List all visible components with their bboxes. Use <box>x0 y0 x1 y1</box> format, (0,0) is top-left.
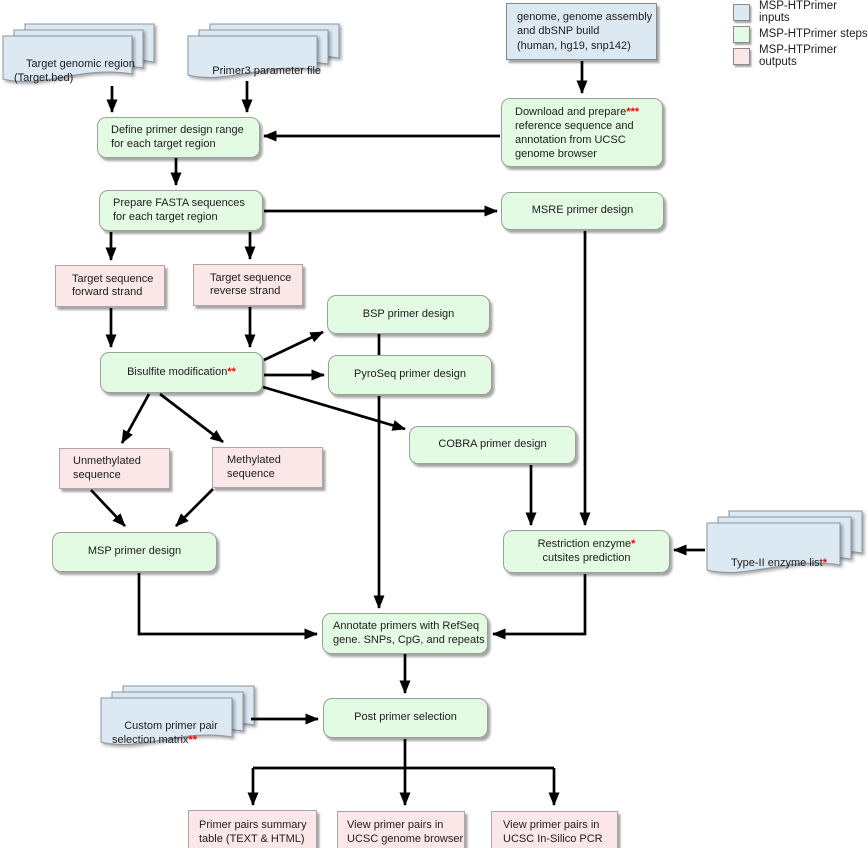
node-restriction-cutsites: Restriction enzyme* cutsites prediction <box>503 530 670 573</box>
node-genome-assembly: genome, genome assembly and dbSNP build … <box>506 3 657 60</box>
legend-item-steps: MSP-HTPrimer steps <box>733 25 868 43</box>
document-custom-matrix <box>100 685 255 745</box>
legend-label-outputs: MSP-HTPrimer outputs <box>759 44 837 68</box>
document-typeii-enzyme-list <box>706 510 863 573</box>
document-label-primer3: Primer3 parameter file <box>212 65 322 77</box>
node-output-summary-table: Primer pairs summary table (TEXT & HTML) <box>188 810 317 848</box>
node-download-reference: Download and prepare*** reference sequen… <box>501 98 663 167</box>
node-target-forward-strand: Target sequence forward strand <box>55 265 165 307</box>
node-annotate-primers: Annotate primers with RefSeq gene. SNPs,… <box>322 613 488 654</box>
node-target-reverse-strand: Target sequence reverse strand <box>193 264 303 306</box>
node-methylated-sequence: Methylated sequence <box>212 447 323 488</box>
node-bsp-primer-design: BSP primer design <box>327 295 490 334</box>
node-msre-primer-design: MSRE primer design <box>501 192 664 230</box>
node-post-primer-selection: Post primer selection <box>323 698 488 738</box>
node-msp-primer-design: MSP primer design <box>52 532 217 572</box>
legend-item-inputs: MSP-HTPrimer inputs <box>733 0 868 24</box>
document-label-custom-matrix: Custom primer pair selection matrix** <box>112 720 218 746</box>
legend-label-steps: MSP-HTPrimer steps <box>759 28 868 40</box>
legend-label-inputs: MSP-HTPrimer inputs <box>759 0 837 24</box>
node-output-insilico-pcr: View primer pairs in UCSC In-Silico PCR <box>491 811 618 848</box>
node-bisulfite-modification: Bisulfite modification** <box>100 352 263 393</box>
node-define-primer-range: Define primer design range for each targ… <box>97 117 260 158</box>
legend-swatch-steps <box>733 25 750 43</box>
node-cobra-primer-design: COBRA primer design <box>409 426 576 464</box>
node-pyroseq-primer-design: PyroSeq primer design <box>328 355 492 395</box>
legend-item-outputs: MSP-HTPrimer outputs <box>733 44 868 68</box>
node-output-ucsc-browser: View primer pairs in UCSC genome browser <box>337 811 465 848</box>
node-unmethylated-sequence: Unmethylated sequence <box>59 448 170 489</box>
node-prepare-fasta: Prepare FASTA sequences for each target … <box>99 190 263 231</box>
document-primer3 <box>187 23 340 78</box>
document-target-bed <box>2 23 155 82</box>
document-label-target-bed: Target genomic region (Target.bed) <box>14 58 135 84</box>
document-label-typeii: Type-II enzyme list* <box>731 557 828 569</box>
legend-swatch-outputs <box>733 47 750 65</box>
legend-swatch-inputs <box>733 3 750 21</box>
